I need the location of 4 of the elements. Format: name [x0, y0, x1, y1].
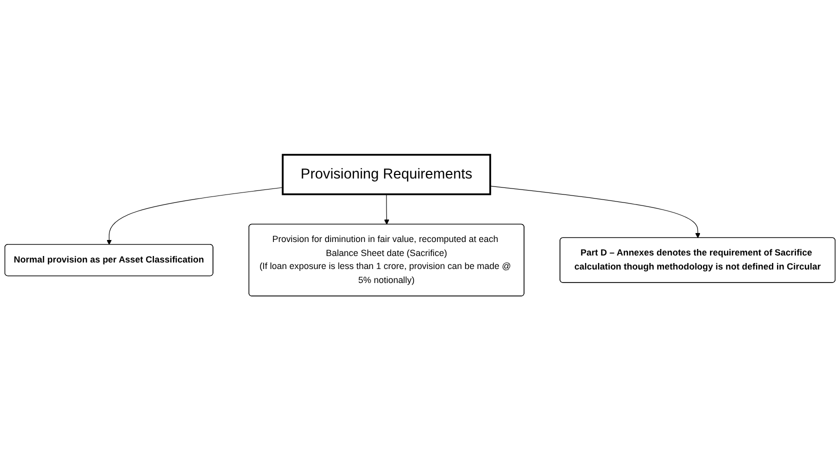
arrow: [490, 185, 700, 238]
arrow: [384, 194, 390, 224]
node-box: Provisioning Requirements: [282, 154, 492, 195]
arrow: [106, 186, 284, 245]
